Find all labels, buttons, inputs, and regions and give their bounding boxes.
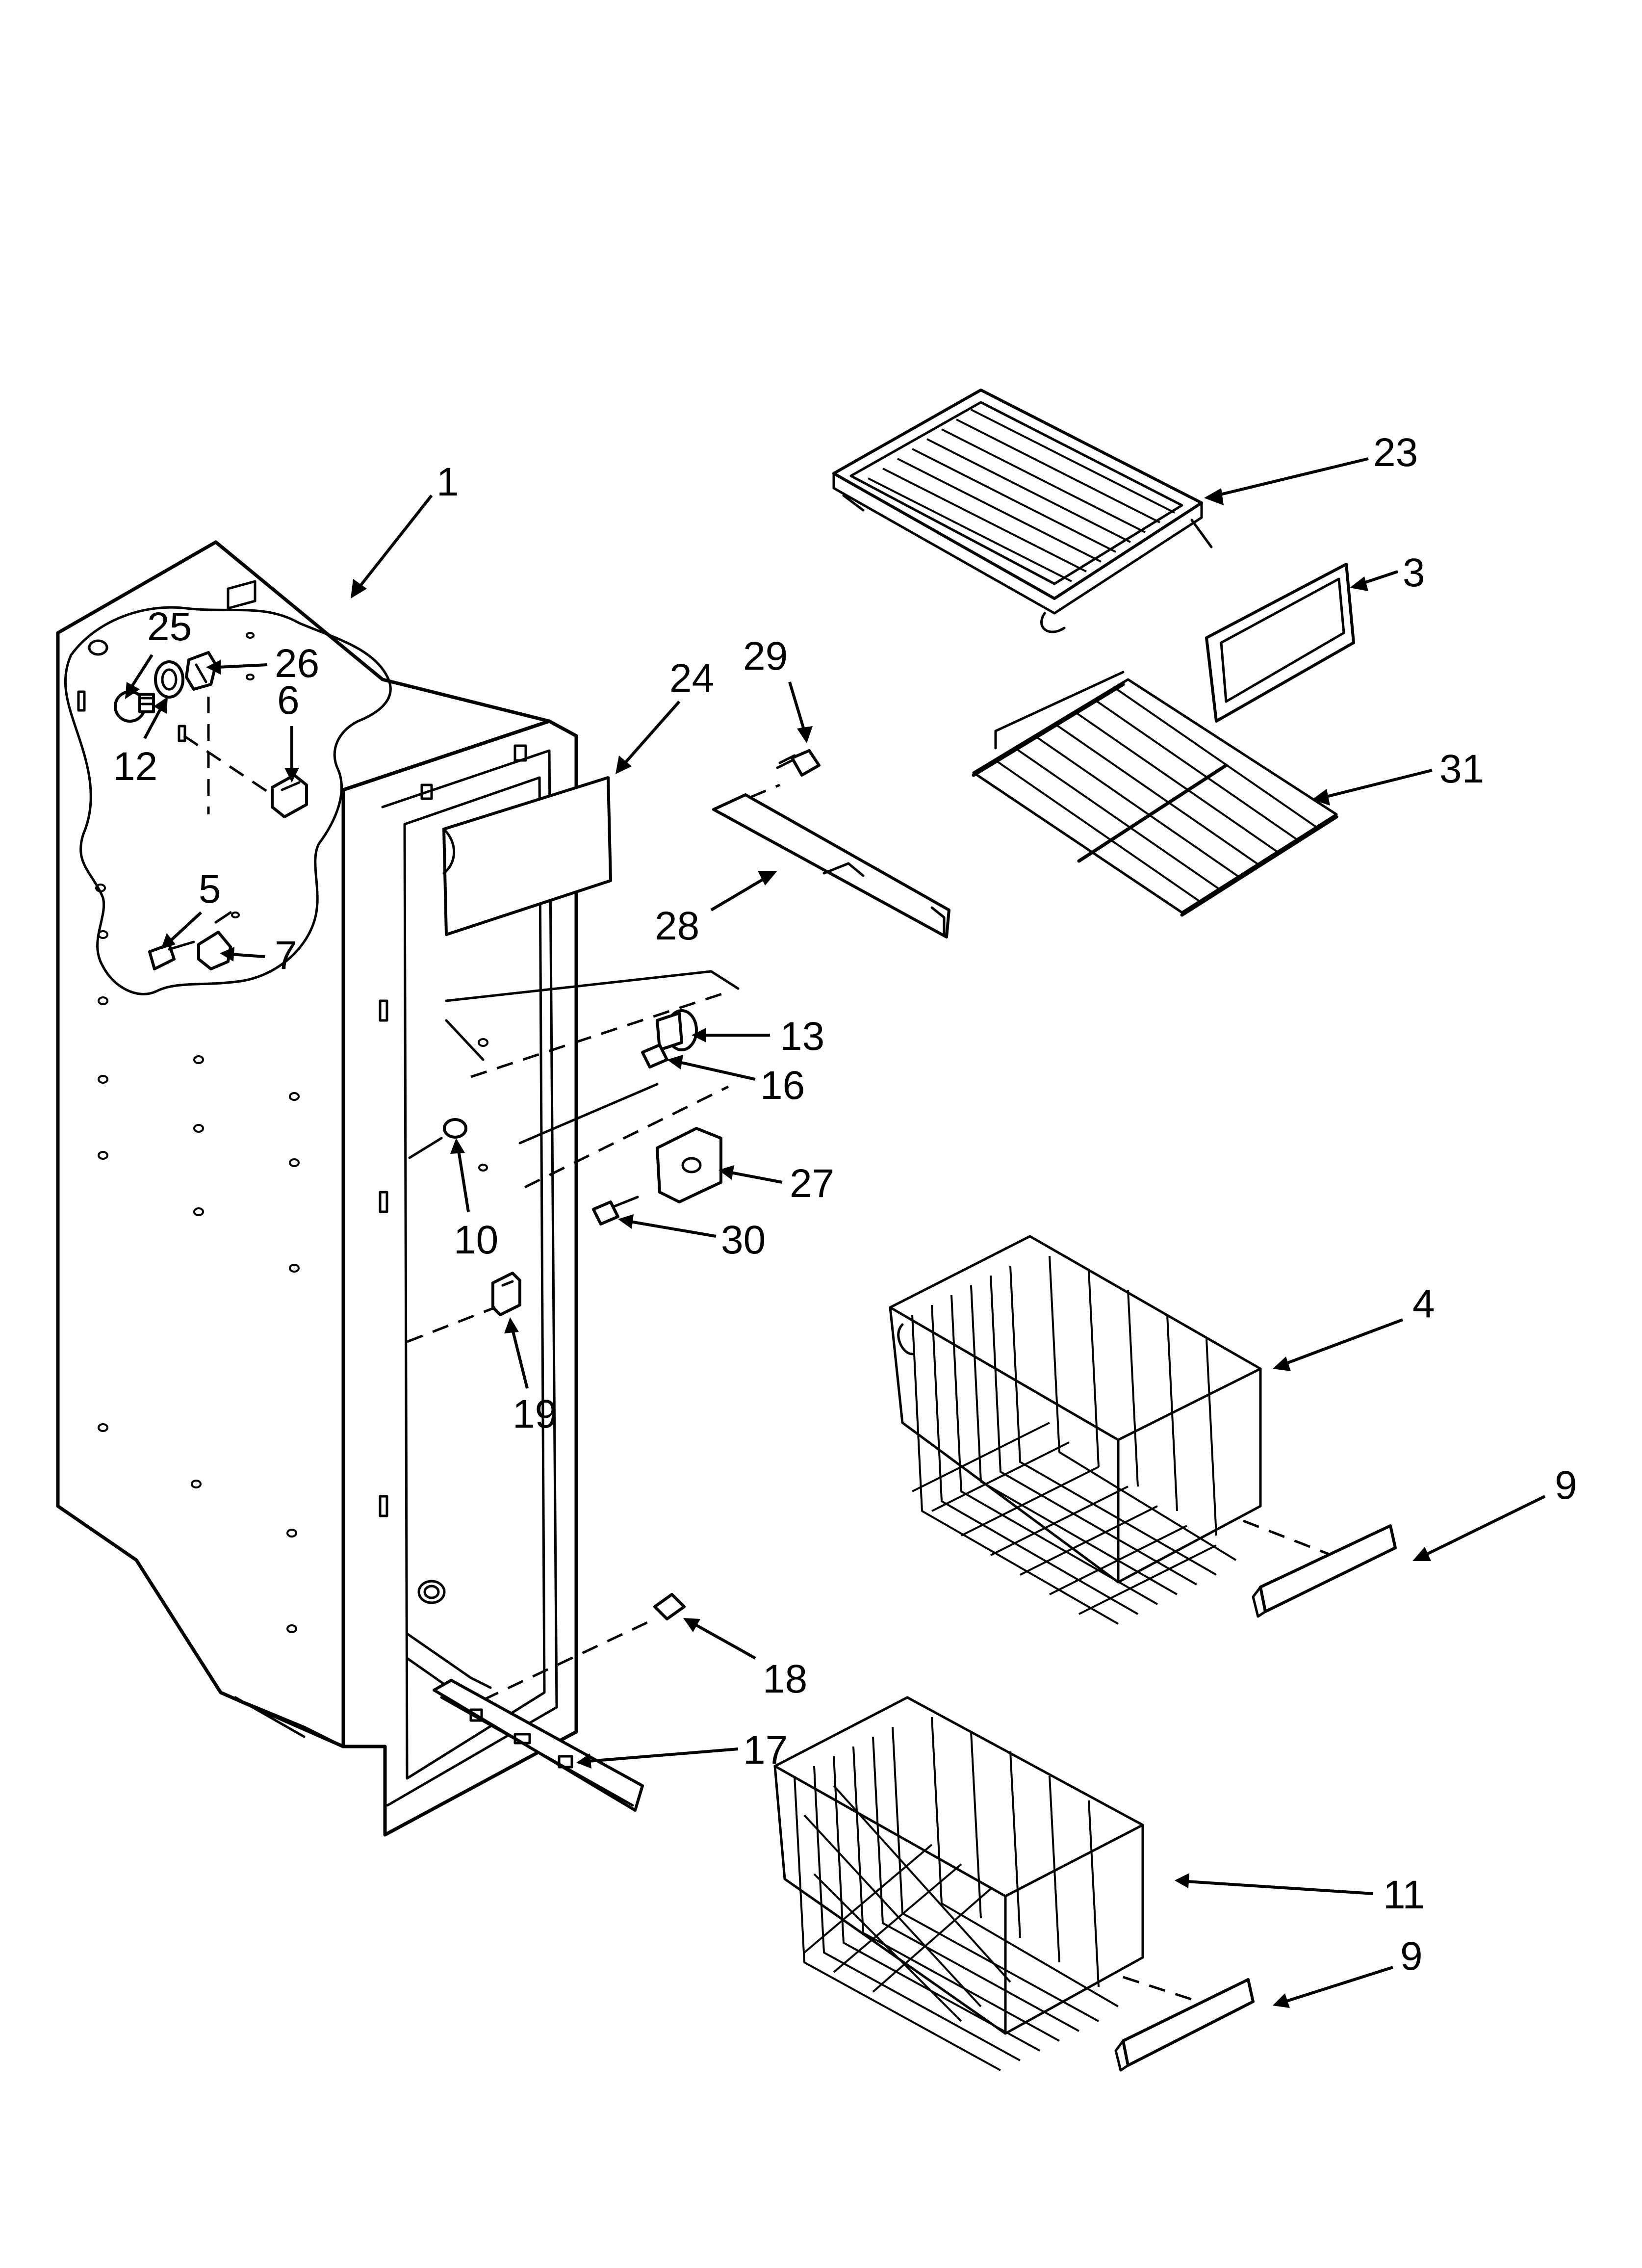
callout-9-lower: 9 [1400, 1934, 1423, 1979]
shelf-31-wires [995, 686, 1320, 904]
clip-part-7 [197, 911, 232, 970]
leader-9a [1243, 1519, 1332, 1557]
switch-part-19 [491, 1272, 521, 1316]
grille-part-17 [433, 1679, 644, 1812]
basket-part-11 [773, 1696, 1144, 2071]
leader-18 [482, 1617, 656, 1701]
shelf-part-23 [832, 389, 1213, 633]
callout-16: 16 [760, 1063, 805, 1108]
callout-26: 26 [275, 641, 319, 686]
callout-24: 24 [669, 656, 714, 701]
callout-28: 28 [655, 904, 699, 948]
light-bulb-part-25 [114, 690, 155, 723]
callout-7: 7 [275, 933, 297, 978]
cam-part-13 [656, 1009, 698, 1051]
callout-18: 18 [763, 1657, 807, 1701]
air-diffuser-part-24 [442, 776, 612, 936]
callout-4: 4 [1412, 1281, 1435, 1326]
basket-11-wires [794, 1717, 1119, 2071]
light-socket-part-12 [154, 660, 184, 699]
leader-19 [407, 1306, 496, 1343]
callout-arrows [125, 457, 1546, 2008]
screw-part-5 [148, 940, 195, 970]
shelf-23-ribs [868, 409, 1175, 582]
callout-13: 13 [780, 1014, 824, 1059]
callout-9-upper: 9 [1555, 1463, 1577, 1508]
callout-3: 3 [1403, 550, 1425, 595]
switch-bracket-part-6 [271, 774, 308, 818]
hinge-bracket-part-27 [656, 1127, 722, 1203]
callout-17: 17 [743, 1728, 788, 1773]
hinge-plate-outline [445, 970, 740, 1189]
basket-part-4 [889, 1235, 1262, 1625]
basket-stop-part-9-upper [1252, 1524, 1397, 1618]
wire-shelf-part-31 [972, 671, 1338, 917]
leader-9b [1123, 1976, 1214, 2008]
screw-part-18 [653, 1593, 686, 1620]
basket-4-wires [911, 1255, 1237, 1625]
callout-19: 19 [513, 1392, 557, 1436]
freezer-liner-cabinet [56, 540, 578, 1837]
callout-27: 27 [790, 1161, 834, 1206]
callout-23: 23 [1373, 430, 1418, 475]
callout-31: 31 [1439, 747, 1484, 791]
callout-labels: 1 23 3 29 31 24 25 26 6 12 28 5 7 13 16 … [113, 430, 1577, 1979]
callout-11: 11 [1383, 1873, 1425, 1917]
shelf-trim-part-3 [1205, 563, 1355, 723]
callout-5: 5 [199, 867, 221, 912]
callout-12: 12 [113, 744, 157, 789]
callout-29: 29 [743, 634, 788, 678]
leader-6 [183, 734, 273, 796]
screw-part-30 [592, 1196, 639, 1225]
leader-28-29 [750, 783, 780, 799]
callout-25: 25 [147, 604, 192, 649]
socket-housing-part-26 [185, 651, 217, 691]
callout-1: 1 [436, 460, 459, 504]
callout-6: 6 [277, 678, 300, 723]
screw-part-29 [776, 749, 821, 777]
callout-10: 10 [454, 1218, 498, 1262]
shelf-support-part-28 [712, 793, 950, 938]
plug-part-10 [408, 1118, 467, 1159]
basket-stop-part-9-lower [1114, 1978, 1255, 2072]
side-panel-holes [95, 884, 300, 1633]
callout-30: 30 [721, 1218, 766, 1262]
